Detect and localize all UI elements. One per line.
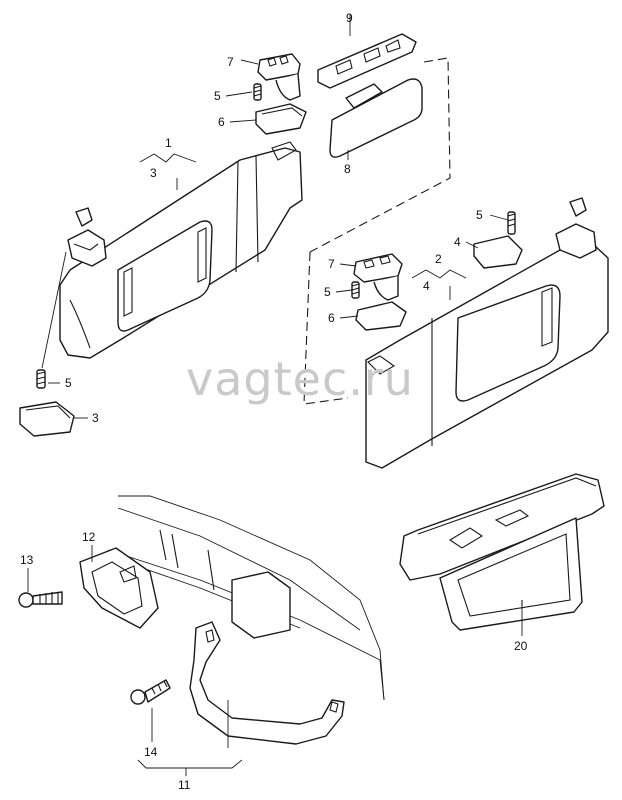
callout-12: 12 (82, 530, 96, 544)
right-lower-mount-bracket (353, 253, 403, 301)
watermark: vagtec.ru (186, 352, 414, 406)
right-lower-screw (351, 281, 360, 299)
left-visor-mount-clip (67, 207, 107, 267)
callout-5-right-top: 5 (476, 208, 483, 222)
leader-lines (27, 14, 523, 776)
callout-3-lower: 3 (92, 411, 99, 425)
left-sun-visor (59, 141, 303, 359)
right-visor-cover-cap (473, 235, 523, 269)
left-visor-cover-cap (19, 401, 75, 437)
callout-2: 2 (435, 252, 442, 266)
bracket-screw (18, 591, 63, 608)
upper-mount-bracket (257, 53, 301, 101)
callout-7-right: 7 (328, 257, 335, 271)
callout-20: 20 (514, 639, 528, 653)
right-visor-mount-clip (555, 197, 597, 259)
callout-7-upper: 7 (227, 55, 234, 69)
right-visor-screw (507, 211, 516, 235)
callout-1: 1 (165, 136, 172, 150)
callout-6-upper: 6 (218, 115, 225, 129)
callout-9: 9 (346, 11, 353, 25)
callout-14: 14 (144, 745, 158, 759)
callout-5-right: 5 (324, 285, 331, 299)
right-lower-cover-cap (355, 301, 407, 331)
grab-handle (189, 621, 345, 745)
vanity-mirror-panel (329, 78, 423, 158)
callout-4-right: 4 (423, 279, 430, 293)
callout-5-upper: 5 (214, 89, 221, 103)
grab-handle-mount-bracket (79, 547, 159, 629)
callout-13: 13 (20, 553, 34, 567)
mirror-hinge-plate (317, 33, 417, 89)
callout-3-upper: 3 (150, 166, 157, 180)
right-sun-visor (365, 245, 609, 469)
callout-5-left: 5 (65, 376, 72, 390)
callout-8: 8 (344, 162, 351, 176)
left-visor-screw (36, 369, 46, 389)
upper-screw (253, 83, 262, 101)
callout-6-right: 6 (328, 311, 335, 325)
overhead-storage-compartment (399, 473, 605, 631)
callout-4-right-top: 4 (454, 235, 461, 249)
handle-screw (130, 679, 171, 705)
upper-cover-cap (255, 103, 307, 135)
callout-11: 11 (178, 778, 191, 792)
